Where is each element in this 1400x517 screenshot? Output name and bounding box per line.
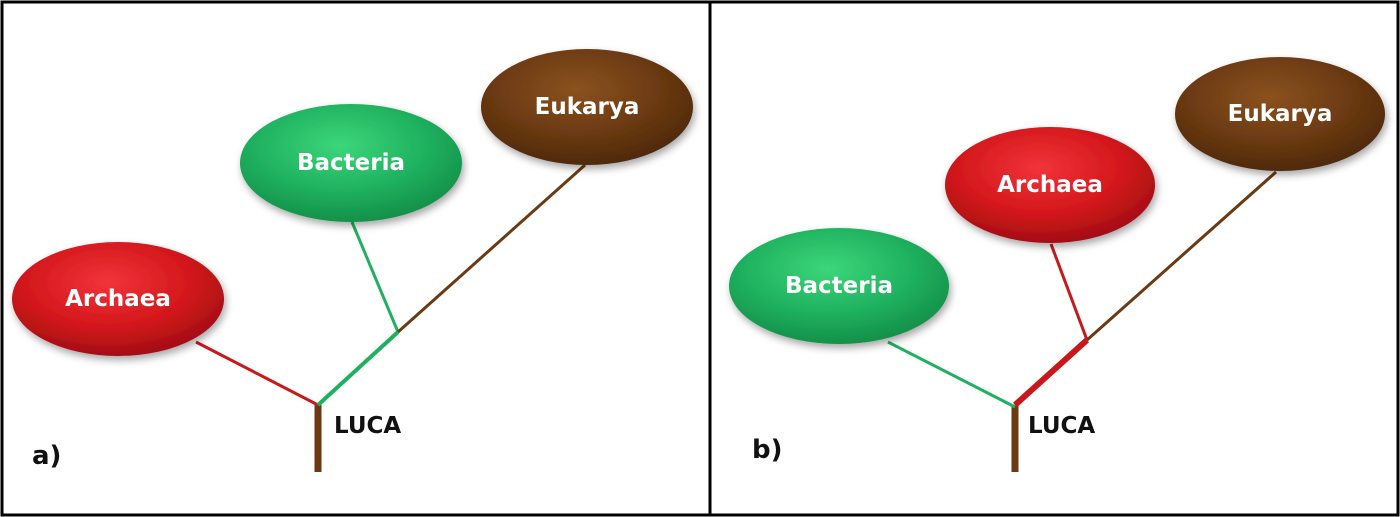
panel-b-eukarya-branch bbox=[1086, 170, 1277, 342]
panel-a-letter: a) bbox=[32, 441, 61, 471]
panel-b-eukarya-node: Eukarya bbox=[1175, 57, 1385, 171]
panel-b-luca-label: LUCA bbox=[1028, 413, 1095, 439]
panel-a-archaea-branch bbox=[195, 340, 319, 407]
panel-b: Bacteria Archaea Eukarya LUCA b) bbox=[729, 57, 1385, 472]
panel-a-eukarya-label: Eukarya bbox=[535, 94, 640, 120]
panel-b-letter: b) bbox=[752, 435, 783, 465]
panel-b-bacteria-node: Bacteria bbox=[729, 228, 949, 344]
panel-a-luca-label: LUCA bbox=[334, 413, 401, 439]
panel-b-archaea-label: Archaea bbox=[997, 172, 1103, 198]
panel-b-shared-branch bbox=[1012, 337, 1090, 408]
panel-b-archaea-branch bbox=[1049, 243, 1089, 341]
panel-a-eukarya-node: Eukarya bbox=[481, 49, 693, 165]
panel-b-eukarya-label: Eukarya bbox=[1228, 101, 1333, 127]
panel-a-bacteria-node: Bacteria bbox=[240, 104, 462, 222]
panel-a-shared-branch bbox=[316, 330, 400, 407]
panel-a-eukarya-branch bbox=[397, 163, 586, 334]
panel-a-archaea-label: Archaea bbox=[65, 286, 171, 312]
panel-b-frame bbox=[708, 0, 1400, 517]
panel-b-bacteria-branch bbox=[887, 340, 1016, 409]
panel-a-bacteria-label: Bacteria bbox=[297, 150, 405, 176]
panel-a-archaea-node: Archaea bbox=[12, 242, 224, 356]
panel-b-bacteria-label: Bacteria bbox=[785, 273, 893, 299]
panel-a: Archaea Bacteria Eukarya LUCA a) bbox=[12, 49, 693, 472]
panel-a-bacteria-branch bbox=[350, 221, 400, 333]
panel-b-archaea-node: Archaea bbox=[945, 127, 1155, 243]
